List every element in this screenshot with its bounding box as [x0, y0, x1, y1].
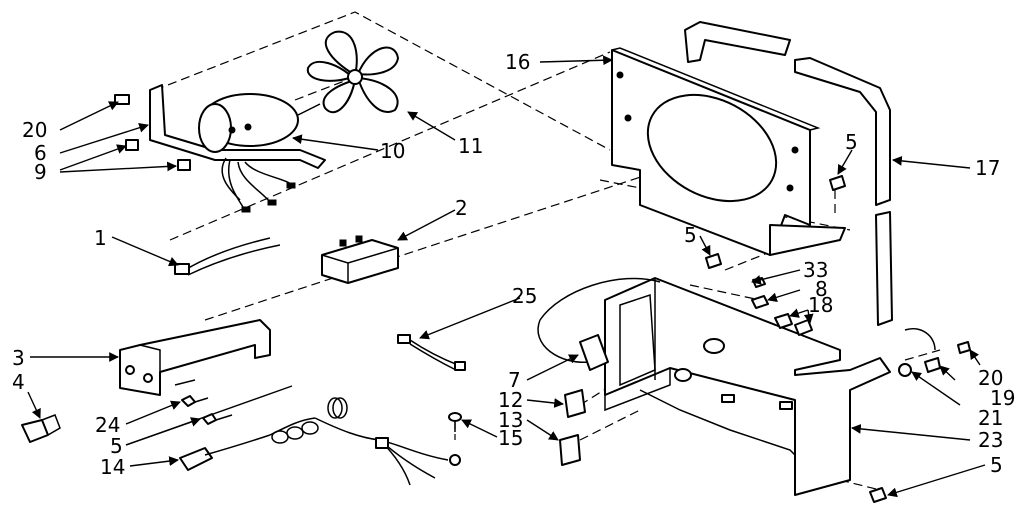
callout-18: 18 — [808, 293, 834, 317]
callout-5-left: 5 — [110, 434, 123, 458]
callout-5-bottom: 5 — [990, 453, 1003, 477]
callout-3: 3 — [12, 346, 25, 370]
callout-19: 19 — [990, 386, 1016, 410]
screws-right — [705, 175, 971, 503]
callout-7: 7 — [508, 368, 521, 392]
screws-left — [181, 395, 233, 425]
callout-17: 17 — [975, 156, 1001, 180]
callout-leaders — [27, 55, 986, 498]
callout-24: 24 — [95, 413, 121, 437]
callout-10: 10 — [380, 139, 406, 163]
callout-5-top: 5 — [845, 130, 858, 154]
callout-11: 11 — [458, 134, 484, 158]
callout-15: 15 — [498, 426, 524, 450]
callout-13: 13 — [498, 408, 524, 432]
motor-assembly — [114, 84, 326, 213]
callout-1: 1 — [94, 226, 107, 250]
control-bracket — [119, 319, 271, 396]
wire-harness-1 — [174, 237, 281, 276]
gasket-strips — [684, 21, 893, 326]
callout-23: 23 — [978, 428, 1004, 452]
terminal-block — [321, 235, 399, 284]
callout-12: 12 — [498, 388, 524, 412]
callout-14: 14 — [100, 455, 126, 479]
callout-8: 8 — [815, 277, 828, 301]
callout-5-mid: 5 — [684, 223, 697, 247]
wire-25 — [397, 334, 466, 371]
fan-blade — [306, 30, 399, 114]
callout-20-right: 20 — [978, 366, 1004, 390]
callout-33: 33 — [803, 258, 829, 282]
control-knob — [21, 414, 61, 443]
callout-6: 6 — [34, 141, 47, 165]
callout-9: 9 — [34, 160, 47, 184]
callout-25: 25 — [512, 284, 538, 308]
callout-4: 4 — [12, 370, 25, 394]
callout-16: 16 — [505, 50, 531, 74]
callout-21: 21 — [978, 406, 1004, 430]
callout-20-left: 20 — [22, 118, 48, 142]
power-cord — [179, 397, 461, 486]
screw-15 — [448, 412, 462, 432]
base-pan — [537, 277, 891, 496]
fan-shroud — [611, 47, 846, 256]
callout-2: 2 — [455, 196, 468, 220]
